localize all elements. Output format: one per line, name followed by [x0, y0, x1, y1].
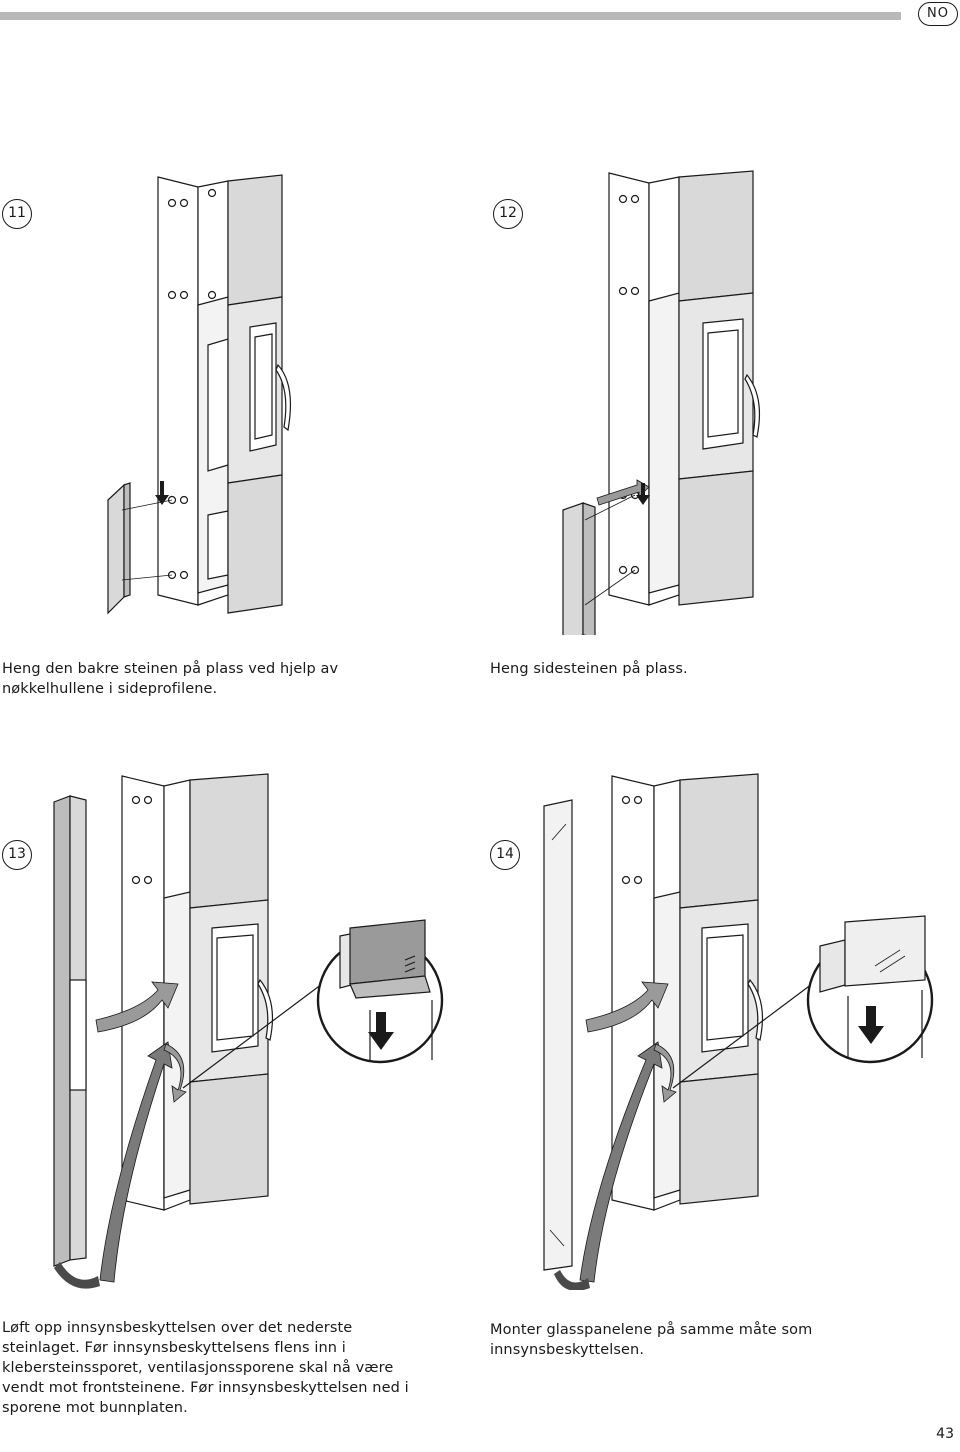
- step-11-illustration: [107, 174, 292, 615]
- step-11-caption: Heng den bakre steinen på plass ved hjel…: [2, 661, 339, 697]
- page-number: 43: [936, 1426, 954, 1442]
- language-badge: NO: [918, 2, 958, 26]
- step-13-caption: Løft opp innsynsbeskyttelsen over det ne…: [2, 1320, 409, 1416]
- step-12-caption: Heng sidesteinen på plass.: [490, 661, 688, 677]
- step-14-illustration: [543, 773, 934, 1290]
- step-12-number: 12: [493, 199, 523, 229]
- step-14-number: 14: [490, 840, 520, 870]
- step-13-number: 13: [2, 840, 32, 870]
- step-12-illustration: [562, 170, 761, 635]
- step-13-illustration: [53, 773, 444, 1289]
- header-bar: [0, 12, 901, 20]
- step-11-number: 11: [2, 199, 32, 229]
- step-14-caption: Monter glasspanelene på samme måte som i…: [490, 1322, 813, 1358]
